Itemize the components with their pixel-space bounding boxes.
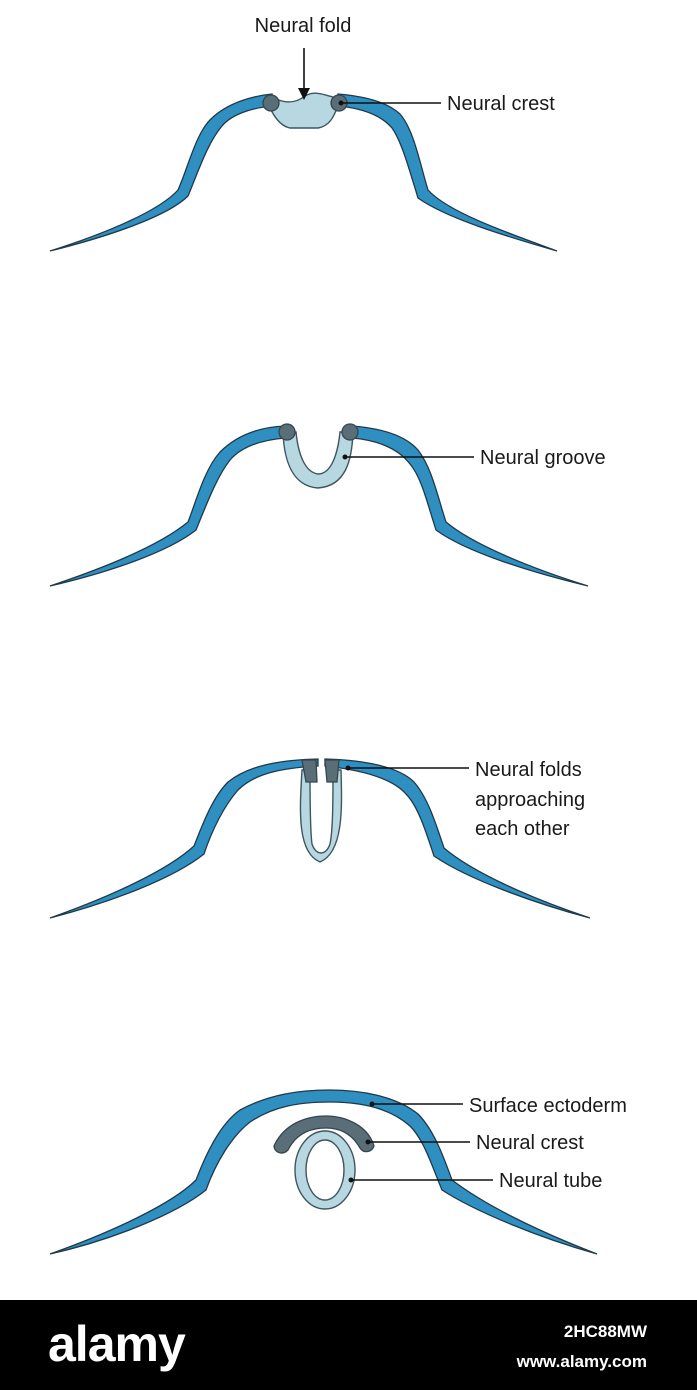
neural-crest-left	[301, 759, 318, 783]
neural-crest-right	[324, 759, 340, 783]
label-folds-approaching-line2: approaching	[475, 789, 585, 811]
label-folds-approaching-line3: each other	[475, 818, 570, 840]
stage-3-folds-approaching: Neural folds approaching each other	[49, 758, 591, 919]
stage-2-neural-groove: Neural groove	[49, 423, 606, 587]
surface-ectoderm-right	[337, 93, 558, 252]
surface-ectoderm-right	[324, 758, 591, 919]
neural-fold-tube-open	[299, 769, 343, 863]
neural-groove-tissue	[282, 431, 354, 489]
neural-crest-right	[341, 423, 359, 441]
surface-ectoderm-left	[49, 93, 273, 252]
label-surface-ectoderm: Surface ectoderm	[469, 1095, 627, 1117]
label-neural-groove: Neural groove	[480, 447, 606, 469]
label-neural-crest-1: Neural crest	[447, 93, 555, 115]
watermark-bar: alamy 2HC88MW www.alamy.com	[0, 1300, 697, 1390]
label-neural-fold: Neural fold	[255, 15, 352, 37]
stage-1-neural-fold: Neural fold Neural crest	[49, 15, 558, 252]
neural-crest-band	[273, 1115, 375, 1154]
label-neural-crest-4: Neural crest	[476, 1132, 584, 1154]
neural-crest-left	[262, 94, 280, 112]
label-folds-approaching-line1: Neural folds	[475, 759, 582, 781]
neural-crest-left	[278, 423, 296, 441]
neurulation-diagram: Neural fold Neural crest Neural groove N…	[49, 15, 627, 1255]
label-neural-tube: Neural tube	[499, 1170, 602, 1192]
surface-ectoderm-left	[49, 425, 286, 587]
surface-ectoderm-right	[351, 425, 589, 587]
surface-ectoderm	[49, 1089, 598, 1255]
image-id: 2HC88MW	[563, 1322, 647, 1341]
stage-4-neural-tube: Surface ectoderm Neural crest Neural tub…	[49, 1089, 627, 1255]
neural-fold-arrowhead	[298, 88, 310, 100]
neural-tube-lumen	[305, 1139, 345, 1201]
surface-ectoderm-left	[49, 758, 319, 919]
site-url: www.alamy.com	[516, 1352, 647, 1371]
alamy-logo: alamy	[48, 1316, 186, 1372]
